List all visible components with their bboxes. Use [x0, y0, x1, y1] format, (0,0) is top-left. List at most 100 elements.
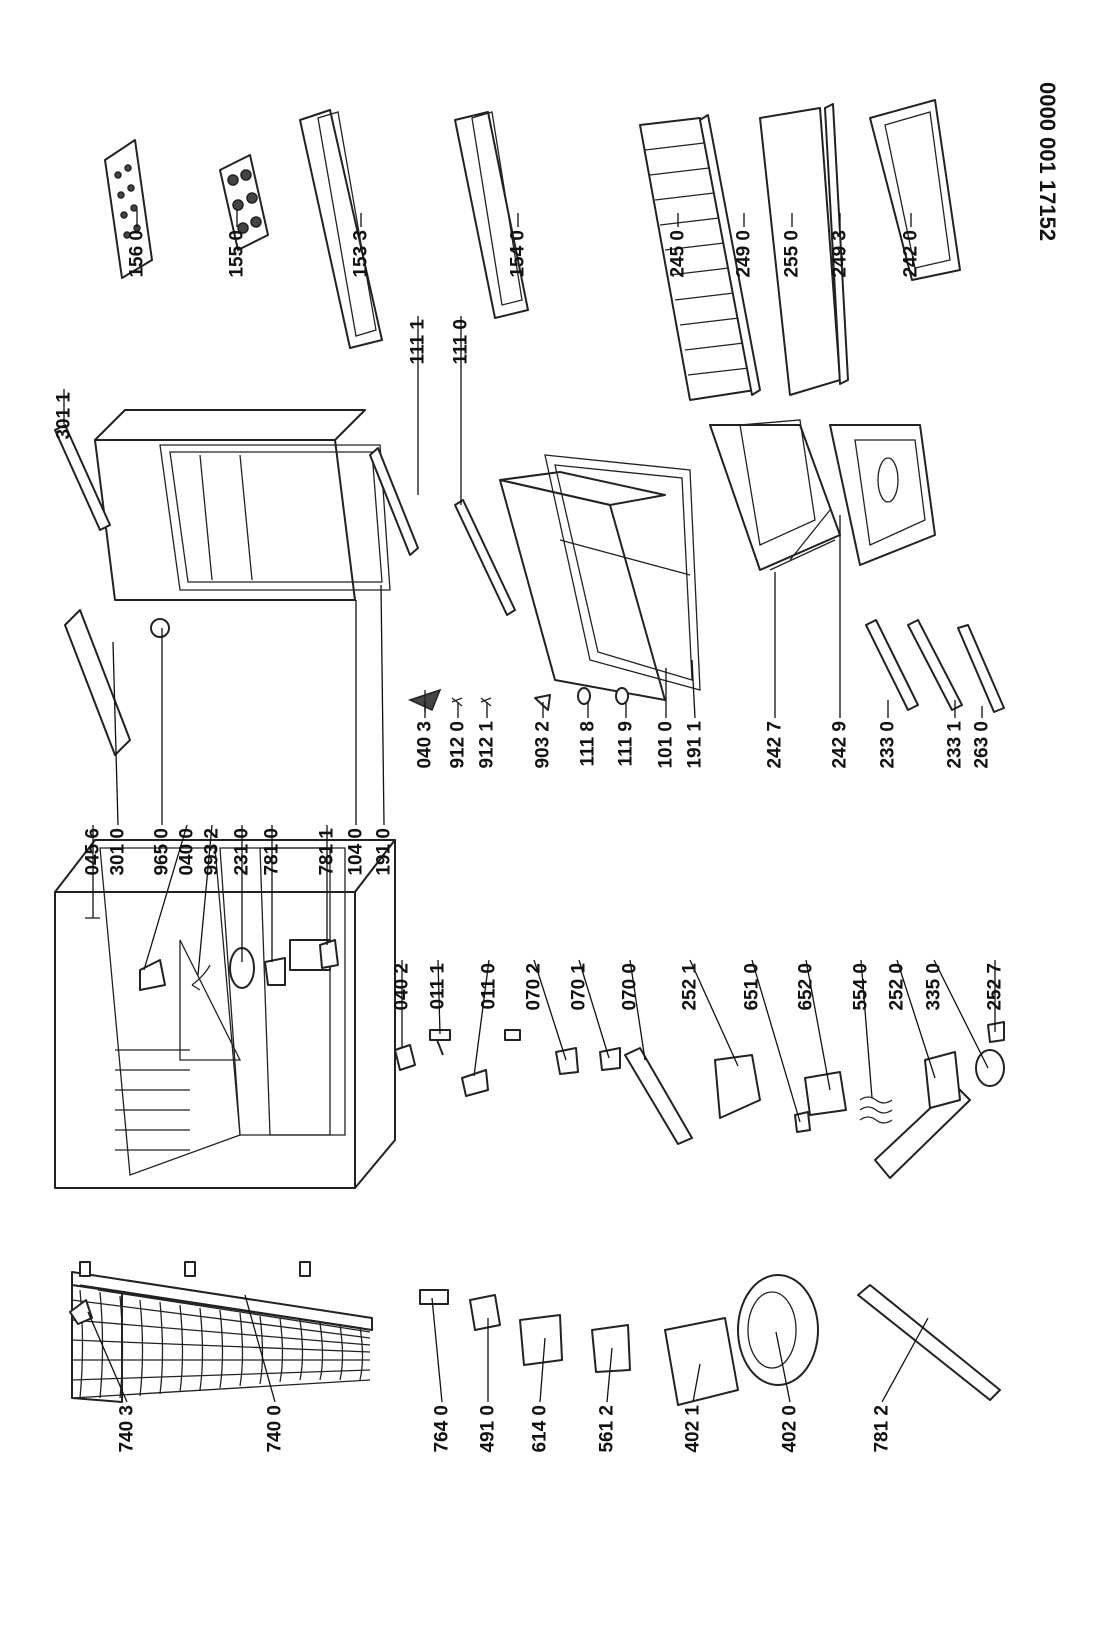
part-label-0702: 070 2 — [524, 963, 545, 1011]
part-label-2520: 252 0 — [887, 963, 908, 1011]
drawer-part — [829, 424, 936, 566]
housing-part — [924, 1051, 961, 1109]
leader-7812 — [881, 1317, 929, 1403]
part-label-0402: 040 2 — [392, 963, 413, 1011]
drawer-part — [709, 419, 841, 571]
part-label-1110: 111 0 — [451, 319, 472, 364]
cabinet-part — [54, 839, 396, 1189]
leader-9932 — [197, 824, 213, 976]
leader-4021 — [692, 1363, 701, 1403]
crisper-part — [869, 99, 961, 281]
foot-part — [150, 618, 170, 638]
leader-0110 — [473, 959, 490, 1077]
part-label-1010: 101 0 — [656, 721, 677, 769]
part-label-4910: 491 0 — [478, 1405, 499, 1453]
spring-part — [859, 1096, 893, 1124]
part-label-4021: 402 1 — [683, 1405, 704, 1453]
part-label-9120: 912 0 — [448, 721, 469, 769]
valve-part — [591, 1324, 631, 1373]
part-label-2521: 252 1 — [680, 963, 701, 1011]
leader-3350 — [933, 959, 989, 1069]
leader-0400 — [143, 824, 188, 971]
part-label-2450: 245 0 — [668, 230, 689, 278]
part-label-1911: 191 1 — [685, 721, 706, 769]
condenser-part — [71, 1261, 373, 1403]
leader-2521 — [689, 959, 739, 1067]
part-label-2420: 242 0 — [901, 230, 922, 278]
clip-part — [555, 1047, 579, 1075]
part-label-2490: 249 0 — [734, 230, 755, 278]
handle-part — [64, 609, 131, 756]
part-label-6520: 652 0 — [796, 963, 817, 1011]
screw-part — [451, 697, 463, 707]
part-label-0400: 040 0 — [177, 828, 198, 876]
leader-0701 — [578, 959, 610, 1059]
leader-6520 — [805, 959, 831, 1091]
gasket-part — [975, 1049, 1005, 1087]
part-label-2310: 231 0 — [232, 828, 253, 876]
bracket-part — [394, 1044, 416, 1071]
leader-7403 — [87, 1311, 128, 1403]
leader-6140 — [539, 1337, 546, 1403]
part-label-9121: 912 1 — [477, 721, 498, 769]
part-label-3350: 335 0 — [924, 963, 945, 1011]
door-bin-part — [299, 109, 383, 349]
strip-part — [865, 619, 919, 711]
clip-part — [987, 1021, 1005, 1043]
part-label-2527: 252 7 — [985, 963, 1006, 1011]
freezer-door-part — [499, 454, 701, 701]
part-label-2331: 233 1 — [945, 721, 966, 769]
leader-lines — [63, 210, 996, 1403]
part-label-1533: 153 3 — [351, 230, 372, 278]
part-label-5612: 561 2 — [597, 1405, 618, 1453]
part-label-1560: 156 0 — [127, 230, 148, 278]
part-label-2550: 255 0 — [782, 230, 803, 278]
door-bin-part — [454, 111, 529, 319]
bolt-part — [429, 1029, 451, 1056]
leader-2520 — [896, 959, 936, 1079]
part-label-9932: 993 2 — [202, 828, 223, 876]
part-label-5540: 554 0 — [851, 963, 872, 1011]
hinge-part — [461, 1069, 489, 1097]
document-number: 0000 001 17152 — [1035, 82, 1060, 241]
leader-0111 — [437, 959, 441, 1035]
cable-part — [191, 964, 211, 991]
part-label-9650: 965 0 — [152, 828, 173, 876]
part-label-1540: 154 0 — [508, 230, 529, 278]
leader-7640 — [431, 1297, 443, 1403]
leader-7400 — [244, 1294, 276, 1403]
dryer-part — [419, 1289, 449, 1305]
part-label-9032: 903 2 — [533, 721, 554, 769]
part-label-2493: 249 3 — [830, 230, 851, 278]
part-label-1119: 111 9 — [616, 721, 637, 766]
part-label-1550: 155 0 — [227, 230, 248, 278]
part-label-1111: 111 1 — [408, 319, 429, 365]
plug-part — [577, 687, 591, 705]
part-label-4020: 402 0 — [780, 1405, 801, 1453]
thermostat-part — [804, 1071, 847, 1116]
part-label-1118: 111 8 — [578, 721, 599, 766]
rail-part — [369, 447, 419, 556]
plate-part — [857, 1284, 1001, 1401]
tray-part — [874, 1084, 971, 1179]
leader-1911 — [691, 659, 696, 719]
screw-part — [480, 697, 492, 707]
part-label-0700: 070 0 — [620, 963, 641, 1011]
shelf-trim-part — [824, 103, 849, 385]
part-label-2429: 242 9 — [830, 721, 851, 769]
cover-part — [664, 1317, 739, 1406]
part-label-2330: 233 0 — [878, 721, 899, 769]
door-part — [94, 409, 391, 601]
part-label-6140: 614 0 — [530, 1405, 551, 1453]
bracket-part — [139, 959, 166, 991]
part-label-6510: 651 0 — [742, 963, 763, 1011]
lamp-part — [319, 939, 339, 969]
part-label-0701: 070 1 — [569, 963, 590, 1011]
part-label-7810: 781 0 — [262, 828, 283, 876]
leader-5540 — [860, 959, 873, 1099]
trim-strip-part — [54, 424, 111, 531]
leader-1910 — [380, 584, 385, 826]
part-label-2630: 263 0 — [972, 721, 993, 769]
